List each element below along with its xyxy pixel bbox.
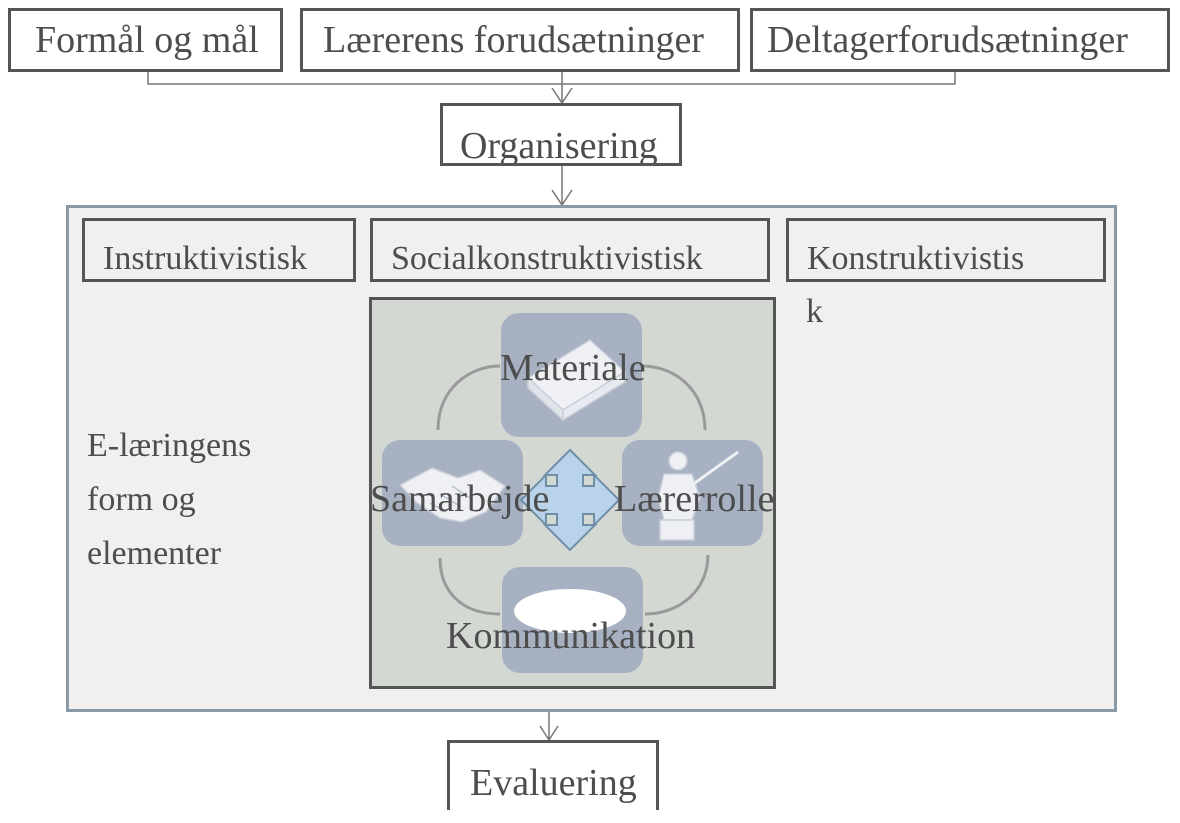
four-way-arrow-icon bbox=[519, 448, 621, 552]
konstruktivistisk-label-wrap: k bbox=[806, 293, 823, 330]
participant-prerequisites-label: Deltagerforudsætninger bbox=[767, 19, 1128, 61]
evaluering-label: Evaluering bbox=[470, 762, 637, 804]
laererrolle-label: Lærerrolle bbox=[614, 478, 775, 520]
region-label-line1: E-læringens bbox=[87, 427, 252, 464]
arc-bottom-left bbox=[438, 557, 501, 616]
organisering-box: Organisering bbox=[440, 103, 682, 166]
purpose-label: Formål og mål bbox=[35, 19, 259, 61]
teacher-prerequisites-box: Lærerens forudsætninger bbox=[300, 8, 740, 72]
instruktivistisk-label: Instruktivistisk bbox=[103, 240, 308, 277]
cycle-graphics bbox=[382, 313, 763, 673]
samarbejde-label: Samarbejde bbox=[370, 478, 550, 520]
arc-top-left bbox=[436, 364, 501, 431]
teacher-icon bbox=[657, 450, 739, 541]
organisering-label: Organisering bbox=[460, 125, 658, 166]
top-merge-connector bbox=[147, 72, 956, 85]
instruktivistisk-box: Instruktivistisk bbox=[82, 218, 356, 282]
socialkonstruktivistisk-label: Socialkonstruktivistisk bbox=[391, 240, 703, 277]
teacher-prerequisites-label: Lærerens forudsætninger bbox=[323, 19, 704, 61]
kommunikation-label: Kommunikation bbox=[446, 615, 696, 657]
arc-top-right bbox=[641, 364, 707, 431]
region-label-line3: elementer bbox=[87, 535, 222, 572]
participant-prerequisites-box: Deltagerforudsætninger bbox=[750, 8, 1170, 72]
konstruktivistisk-box: Konstruktivistis bbox=[786, 218, 1106, 282]
socialkonstruktivistisk-box: Socialkonstruktivistisk bbox=[370, 218, 770, 282]
purpose-box: Formål og mål bbox=[8, 8, 283, 72]
handshake-icon bbox=[398, 467, 507, 523]
region-label-line2: form og bbox=[87, 481, 196, 518]
evaluering-box: Evaluering bbox=[447, 740, 659, 810]
book-icon bbox=[526, 339, 627, 422]
speech-bubble-icon bbox=[514, 589, 626, 633]
arc-bottom-right bbox=[644, 554, 710, 616]
diagram-canvas: Formål og mål Lærerens forudsætninger De… bbox=[8, 8, 1170, 810]
materiale-label: Materiale bbox=[500, 347, 646, 389]
cycle-arcs bbox=[436, 364, 710, 616]
konstruktivistisk-label: Konstruktivistis bbox=[807, 240, 1025, 277]
